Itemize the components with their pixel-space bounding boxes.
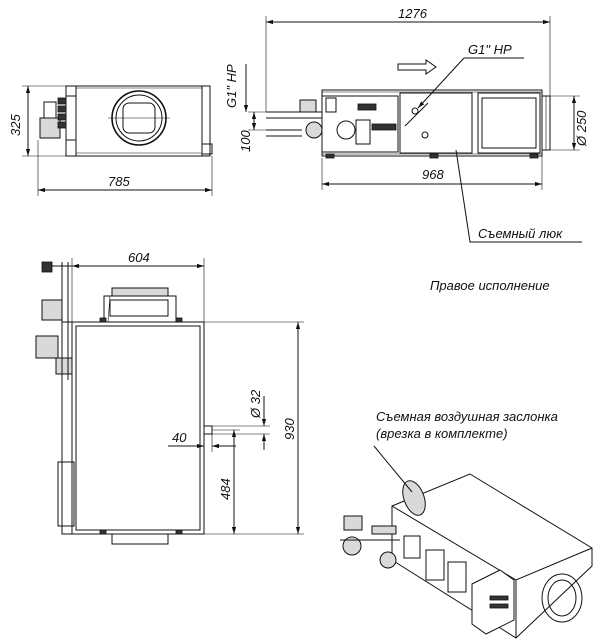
- dim-604: 604: [128, 250, 150, 265]
- dim-100: 100: [238, 130, 253, 152]
- dim-484: 484: [218, 478, 233, 500]
- dim-1276: 1276: [398, 6, 428, 21]
- damper-disk: [402, 480, 426, 516]
- side-view-body: [321, 89, 543, 157]
- dim-40: 40: [172, 430, 187, 445]
- label-removable-hatch: Съемный люк: [478, 226, 563, 241]
- plan-valve-icon: [41, 299, 63, 321]
- airflow-arrow-icon: [397, 59, 437, 75]
- label-damper-line1: Съемная воздушная заслонка: [376, 409, 558, 424]
- side-view: 1276 G1" НР G1" НР 100 968 Ø 250 Съемный…: [224, 6, 589, 243]
- dim-968: 968: [422, 167, 444, 182]
- dim-930: 930: [282, 418, 297, 440]
- valve-actuator: [39, 117, 61, 139]
- iso-pump-icon: [342, 536, 362, 556]
- pump-icon: [305, 121, 323, 139]
- isometric-view: Съемная воздушная заслонка (врезка в ком…: [340, 409, 593, 639]
- dim-g1-left: G1" НР: [224, 64, 239, 108]
- dim-325: 325: [8, 114, 23, 136]
- label-variant: Правое исполнение: [430, 278, 550, 293]
- dim-d32: Ø 32: [248, 389, 263, 419]
- plan-view: 604 930 Ø 32 40 484: [35, 250, 304, 545]
- dim-g1-top: G1" НР: [468, 42, 512, 57]
- removable-hatch: [399, 92, 473, 154]
- dim-d250: Ø 250: [574, 110, 589, 147]
- dim-785: 785: [108, 174, 130, 189]
- label-damper-line2: (врезка в комплекте): [376, 426, 508, 441]
- plan-view-body: [71, 321, 205, 535]
- front-view: 325 785: [8, 85, 213, 196]
